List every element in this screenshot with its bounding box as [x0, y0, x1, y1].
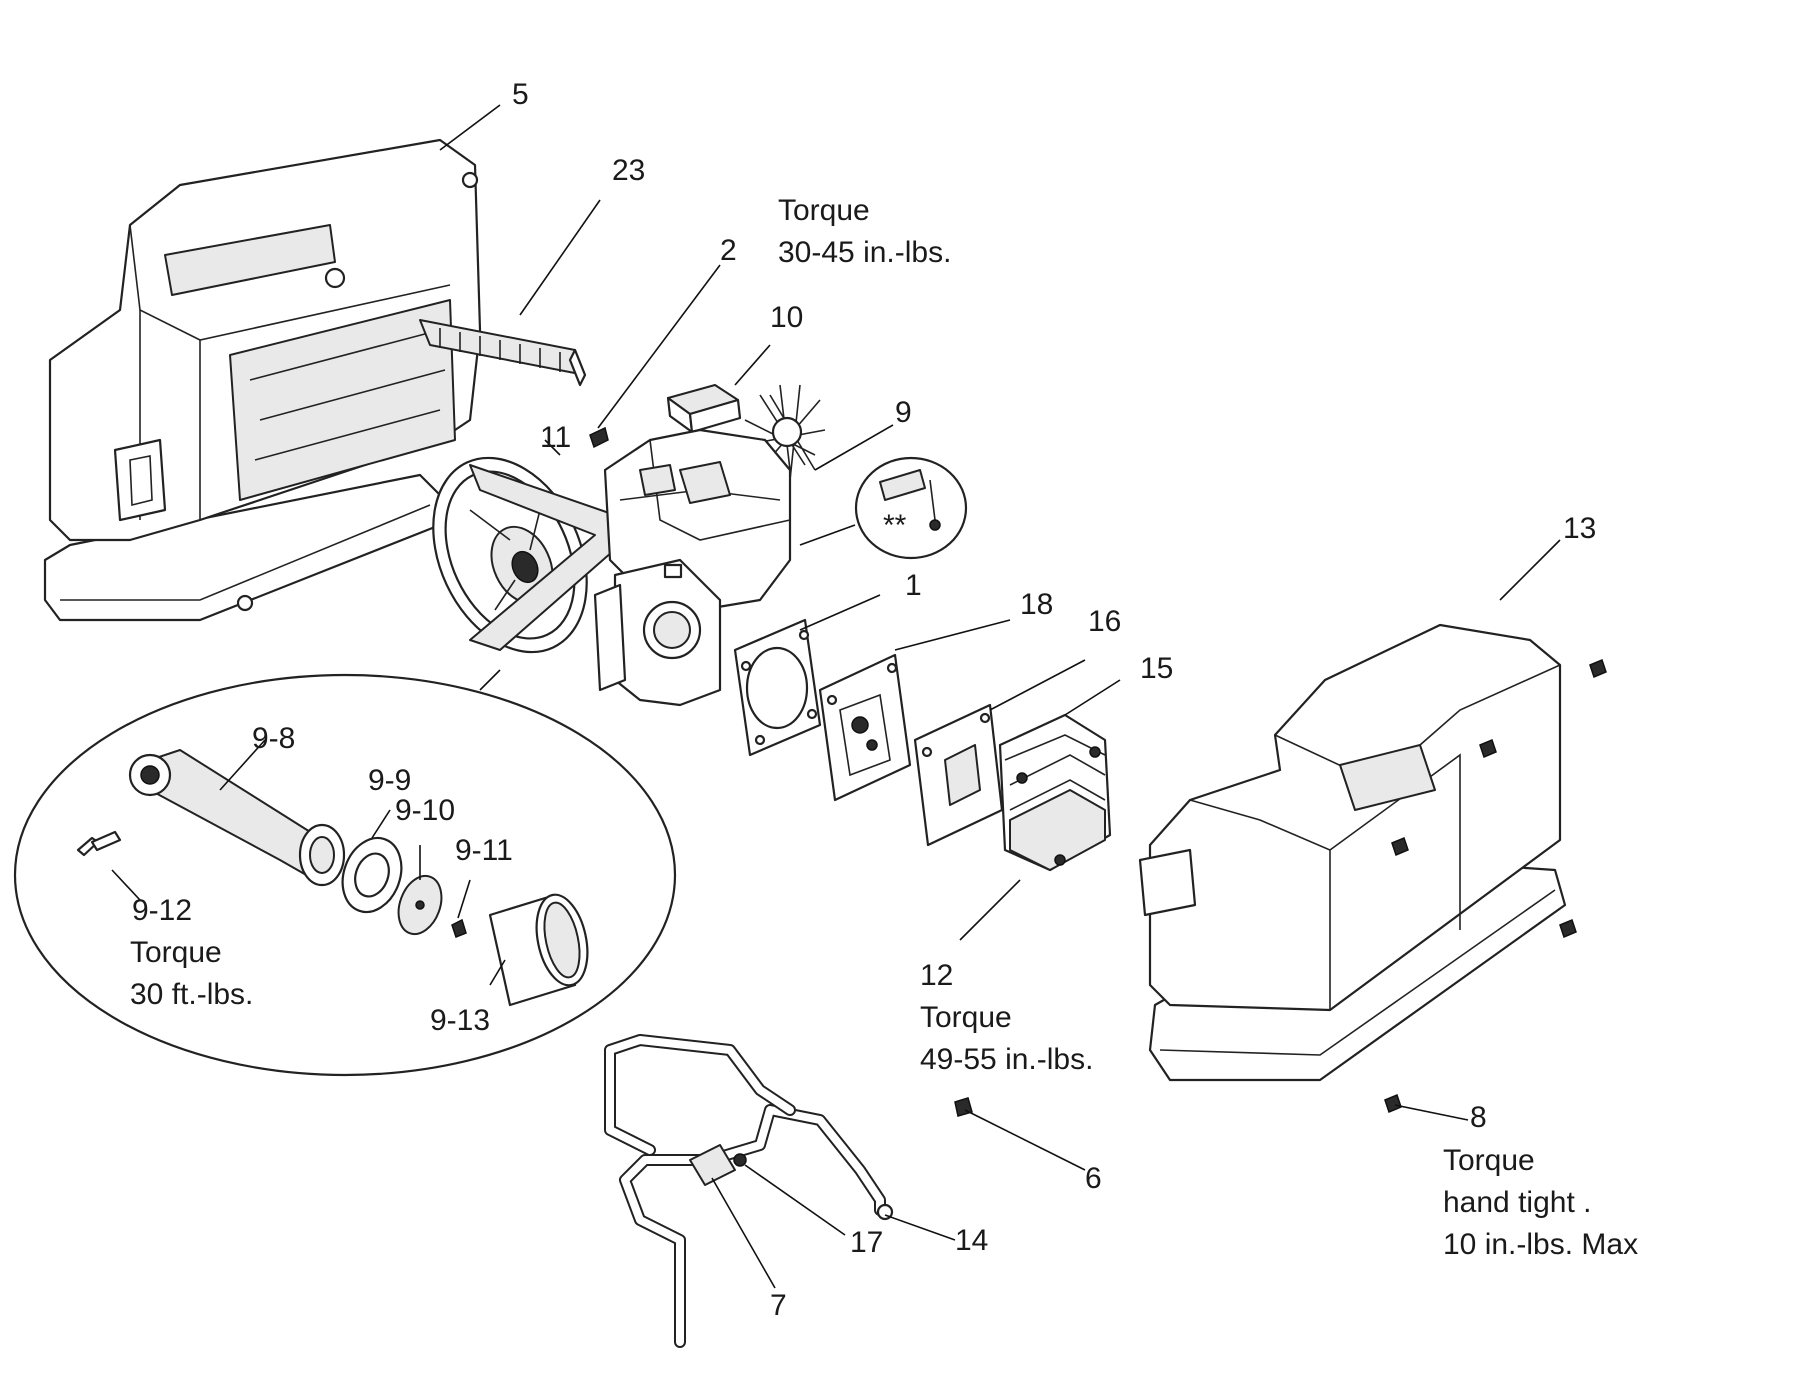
label-part-13: 13: [1563, 512, 1596, 545]
label-part-18: 18: [1020, 588, 1053, 621]
label-part-9-11: 9-11: [455, 834, 513, 867]
label-part-9-12: 9-12: [132, 894, 192, 927]
label-part-17: 17: [850, 1226, 883, 1259]
discharge-tube: [604, 1034, 894, 1348]
label-part-11: 11: [540, 421, 571, 454]
label-part-15: 15: [1140, 652, 1173, 685]
label-part-16: 16: [1088, 605, 1121, 638]
label-part-7: 7: [770, 1289, 787, 1322]
torque-extra: 10 in.-lbs. Max: [1443, 1228, 1638, 1261]
detail-callout: **: [799, 456, 968, 560]
torque-heading: Torque: [130, 936, 222, 969]
shroud-front: [1138, 623, 1607, 1114]
valve-plate-part-18: [818, 653, 912, 802]
label-part-23: 23: [612, 154, 645, 187]
part-labels: 5 23 2 10 11 9 1 18 16 15 13 12 6 8 14 1…: [132, 78, 1596, 1322]
label-part-9-10: 9-10: [395, 794, 455, 827]
torque-note-part-12: Torque 49-55 in.-lbs.: [920, 1001, 1093, 1076]
head-gasket-part-16: [913, 703, 1004, 847]
label-part-5: 5: [512, 78, 529, 111]
handle-grip: [419, 319, 587, 387]
connecting-rod-detail: [13, 669, 677, 1077]
label-part-9-8: 9-8: [252, 722, 295, 755]
cooling-fan: [744, 384, 826, 481]
torque-heading: Torque: [1443, 1144, 1535, 1177]
filter-pad: [666, 384, 742, 434]
label-part-9-13: 9-13: [430, 1004, 490, 1037]
label-part-8: 8: [1470, 1101, 1487, 1134]
label-part-9: 9: [895, 396, 912, 429]
leader-lines: [439, 104, 1561, 1289]
gasket-part-1: [733, 618, 822, 757]
fitting-part-6: [954, 1097, 973, 1117]
label-part-2: 2: [720, 234, 737, 267]
torque-value: 49-55 in.-lbs.: [920, 1043, 1093, 1076]
pump-motor-assembly: [593, 384, 826, 707]
cylinder-head-part-15: [998, 713, 1112, 872]
label-part-12: 12: [920, 959, 953, 992]
torque-note-part-9-12: Torque 30 ft.-lbs.: [130, 936, 253, 1011]
label-part-1: 1: [905, 569, 922, 602]
label-part-10: 10: [770, 301, 803, 334]
double-star-label: **: [883, 509, 907, 542]
label-part-14: 14: [955, 1224, 988, 1257]
shroud-rear: [43, 138, 482, 622]
torque-value: 30 ft.-lbs.: [130, 978, 253, 1011]
pulley-and-belt: [432, 456, 621, 654]
label-part-9-9: 9-9: [368, 764, 411, 797]
torque-heading: Torque: [778, 194, 870, 227]
screw-part-2: [589, 426, 609, 449]
torque-value: hand tight .: [1443, 1186, 1591, 1219]
torque-note-part-8: Torque hand tight . 10 in.-lbs. Max: [1443, 1144, 1638, 1261]
torque-heading: Torque: [920, 1001, 1012, 1034]
torque-note-part-2: Torque 30-45 in.-lbs.: [778, 194, 951, 269]
torque-value: 30-45 in.-lbs.: [778, 236, 951, 269]
label-part-6: 6: [1085, 1162, 1102, 1195]
